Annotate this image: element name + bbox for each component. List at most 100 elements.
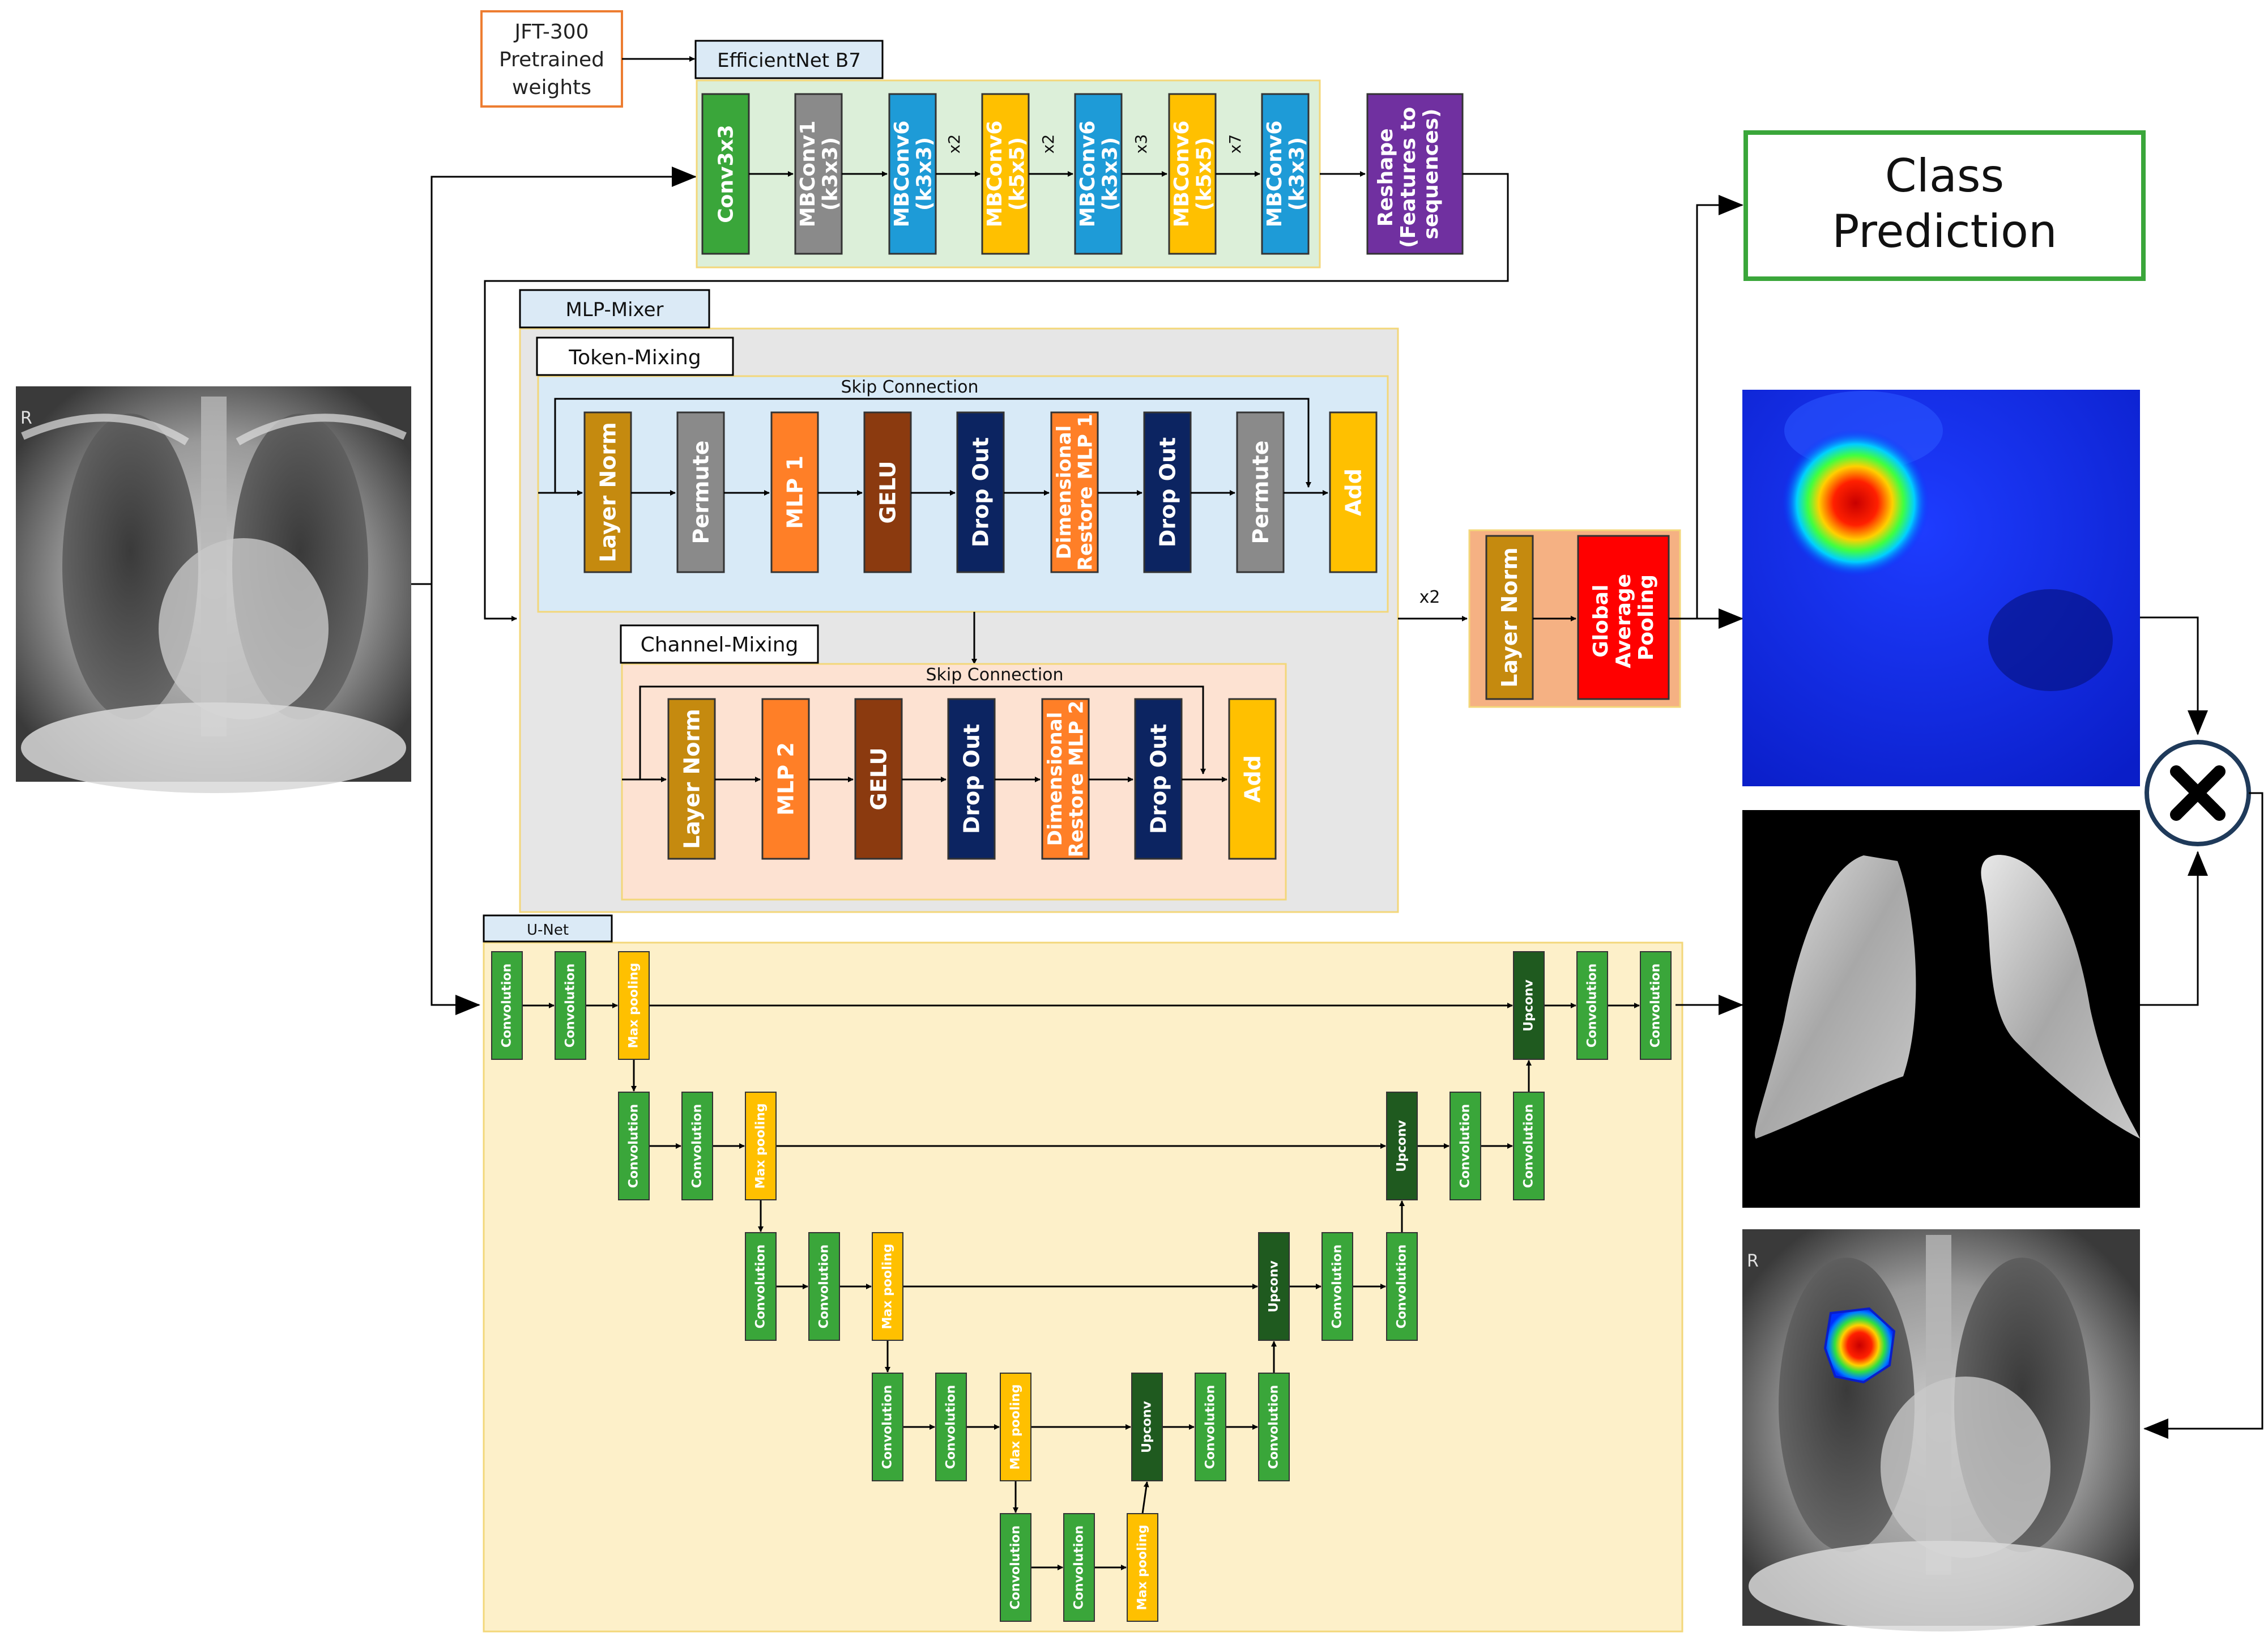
xray-marker-text: R: [20, 408, 32, 428]
unet-title-box: [483, 914, 613, 943]
channel-block-0-label: Layer Norm: [679, 709, 704, 849]
token-block-2-label: MLP 1: [782, 455, 807, 529]
class-prediction-line-1: Prediction: [1832, 205, 2057, 258]
unet-pool-2-label: Max pooling: [627, 962, 641, 1048]
reshape-line-1: (Features to: [1397, 107, 1420, 248]
token-block-5: DimensionalRestore MLP 1: [1050, 411, 1099, 573]
class-prediction-line-0: Class: [1885, 150, 2004, 202]
channel-block-1: MLP 2: [761, 698, 810, 860]
effnet-block-4-label: MBConv6(k3x3): [1076, 121, 1122, 228]
unet-conv-5-label: Convolution: [1649, 964, 1663, 1047]
unet-pool-26: Max pooling: [1127, 1513, 1158, 1622]
output-localized-xray: R: [1742, 1229, 2140, 1631]
unet-conv-19-label: Convolution: [944, 1385, 958, 1469]
effnet-block-3-label: MBConv6(k5x5): [983, 121, 1029, 228]
unet-conv-11: Convolution: [1513, 1092, 1545, 1200]
reshape-label: Reshape (Features to sequences): [1374, 100, 1443, 248]
effnet-block-0-label: Conv3x3: [715, 125, 738, 223]
unet-conv-22-label: Convolution: [1204, 1385, 1218, 1469]
unet-upconv-3-label: Upconv: [1522, 979, 1536, 1031]
effnet-block-6: MBConv6(k3x3): [1261, 93, 1310, 255]
unet-pool-20-label: Max pooling: [1009, 1384, 1023, 1469]
unet-conv-17-label: Convolution: [1395, 1245, 1409, 1328]
effnet-block-5: MBConv6(k5x5): [1168, 93, 1217, 255]
trunk-to-unet-arrow: [430, 584, 480, 1015]
unet-upconv-9: Upconv: [1386, 1092, 1418, 1200]
efficientnet-blocks: Conv3x3 MBConv1(k3x3) MBConv6(k3x3) MBConv6…: [701, 93, 1310, 255]
channel-block-5: Drop Out: [1134, 698, 1183, 860]
token-block-1: Permute: [676, 411, 725, 573]
token-mixing-title-box: [536, 336, 734, 376]
unet-conv-18: Convolution: [872, 1373, 903, 1481]
unet-conv-6-label: Convolution: [627, 1104, 641, 1188]
trunk-to-efficientnet-arrow: [411, 167, 697, 585]
unet-upconv-21-label: Upconv: [1140, 1400, 1154, 1452]
reshape-line-2: sequences): [1419, 109, 1443, 240]
unet-conv-13: Convolution: [808, 1232, 840, 1341]
token-block-3: GELU: [863, 411, 912, 573]
lung-segmentation-mask: [1742, 810, 2140, 1208]
token-block-6-label: Drop Out: [1155, 437, 1180, 547]
unet-upconv-15-label: Upconv: [1267, 1260, 1281, 1312]
channel-block-2: GELU: [854, 698, 903, 860]
channel-block-4: DimensionalRestore MLP 2: [1041, 698, 1090, 860]
reshape-to-mixer-arrow: [484, 173, 1509, 621]
token-mixing-blocks: Layer Norm Permute MLP 1 GELU Drop Out Dimens…: [583, 411, 1378, 573]
token-block-4-label: Drop Out: [968, 437, 993, 547]
gap-line-0: Global: [1589, 585, 1613, 658]
unet-conv-24: Convolution: [1000, 1513, 1031, 1622]
heatmap-to-multiply-arrow: [2140, 616, 2208, 735]
effnet-block-0: Conv3x3: [701, 93, 750, 255]
unet-conv-16: Convolution: [1321, 1232, 1353, 1341]
gap-to-class-arrow: [1696, 195, 1743, 619]
mlp-mixer-title: MLP-Mixer: [565, 299, 663, 321]
pretrained-line-0: JFT-300: [513, 20, 589, 44]
unet-conv-1: Convolution: [555, 951, 586, 1060]
channel-block-5-label: Drop Out: [1146, 724, 1171, 834]
token-block-8-label: Add: [1341, 468, 1366, 516]
unet-conv-16-label: Convolution: [1331, 1245, 1345, 1328]
gap-line-1: Average: [1612, 574, 1635, 668]
mixer-repeat-label: x2: [1419, 587, 1440, 607]
unet-upconv-15: Upconv: [1258, 1232, 1290, 1341]
effnet-repeat-2: x3: [1132, 134, 1150, 154]
unet-conv-10-label: Convolution: [1459, 1104, 1473, 1188]
effnet-repeat-3: x7: [1226, 134, 1244, 154]
effnet-block-2: MBConv6(k3x3): [888, 93, 937, 255]
unet-pool-14: Max pooling: [872, 1232, 903, 1341]
effnet-block-1: MBConv1(k3x3): [794, 93, 843, 255]
token-block-8: Add: [1329, 411, 1378, 573]
unet-upconv-3: Upconv: [1513, 951, 1545, 1060]
reshape-line-0: Reshape: [1374, 128, 1397, 227]
unet-conv-12: Convolution: [745, 1232, 777, 1341]
unet-conv-13-label: Convolution: [817, 1245, 832, 1328]
channel-block-6: Add: [1228, 698, 1277, 860]
efficientnet-title-box: [694, 40, 884, 79]
unet-conv-24-label: Convolution: [1009, 1526, 1023, 1609]
unet-pool-14-label: Max pooling: [881, 1243, 895, 1329]
unet-conv-17: Convolution: [1386, 1232, 1418, 1341]
token-block-0-label: Layer Norm: [595, 422, 620, 562]
effnet-repeat-0: x2: [945, 134, 964, 154]
channel-block-2-label: GELU: [866, 748, 891, 811]
unet-conv-11-label: Convolution: [1522, 1104, 1536, 1188]
attention-heatmap-image: [1742, 390, 2140, 786]
token-block-5-label: DimensionalRestore MLP 1: [1053, 414, 1097, 571]
channel-block-6-label: Add: [1240, 755, 1265, 803]
channel-skip-label: Skip Connection: [926, 665, 1063, 685]
unet-conv-10: Convolution: [1450, 1092, 1481, 1200]
multiply-to-output-arrow: [2143, 792, 2263, 1439]
global-average-pooling-block: [1577, 535, 1670, 700]
input-chest-xray: R: [16, 386, 411, 793]
token-block-1-label: Permute: [688, 441, 713, 544]
unet-conv-22: Convolution: [1195, 1373, 1226, 1481]
token-block-3-label: GELU: [875, 461, 900, 524]
unet-conv-12-label: Convolution: [754, 1245, 768, 1328]
unet-conv-0-label: Convolution: [500, 964, 514, 1047]
token-block-4: Drop Out: [956, 411, 1005, 573]
unet-conv-25-label: Convolution: [1072, 1526, 1086, 1609]
unet-conv-5: Convolution: [1640, 951, 1672, 1060]
mask-to-multiply-arrow: [2140, 851, 2208, 1006]
